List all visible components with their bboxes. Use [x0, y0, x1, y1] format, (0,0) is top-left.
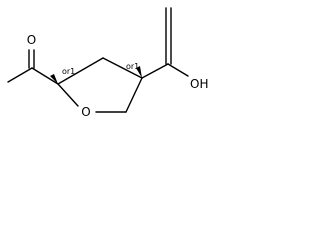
bond-carboxyl-to-oh	[167, 63, 189, 77]
ring-oxygen-label: O	[81, 105, 90, 119]
stereo-label-right: or1	[126, 62, 139, 71]
stereo-wedge-right	[136, 66, 142, 78]
ketone-oxygen-label: O	[27, 33, 36, 47]
bond-c3-c2	[125, 77, 143, 113]
stereo-wedge-left	[50, 74, 58, 84]
bond-methyl-carbonyl	[7, 67, 33, 83]
bond-carbonyl-c5	[31, 67, 59, 85]
acid-hydroxyl-label: OH	[190, 77, 208, 91]
bond-c3-carboxyl	[141, 63, 169, 79]
bond-c5-c4	[57, 57, 104, 85]
structure-diagram: O O OH or1 or1	[7, 7, 208, 119]
bond-c4-c3	[102, 57, 143, 79]
bond-o1-c5	[57, 83, 79, 107]
stereo-label-left: or1	[62, 67, 75, 76]
